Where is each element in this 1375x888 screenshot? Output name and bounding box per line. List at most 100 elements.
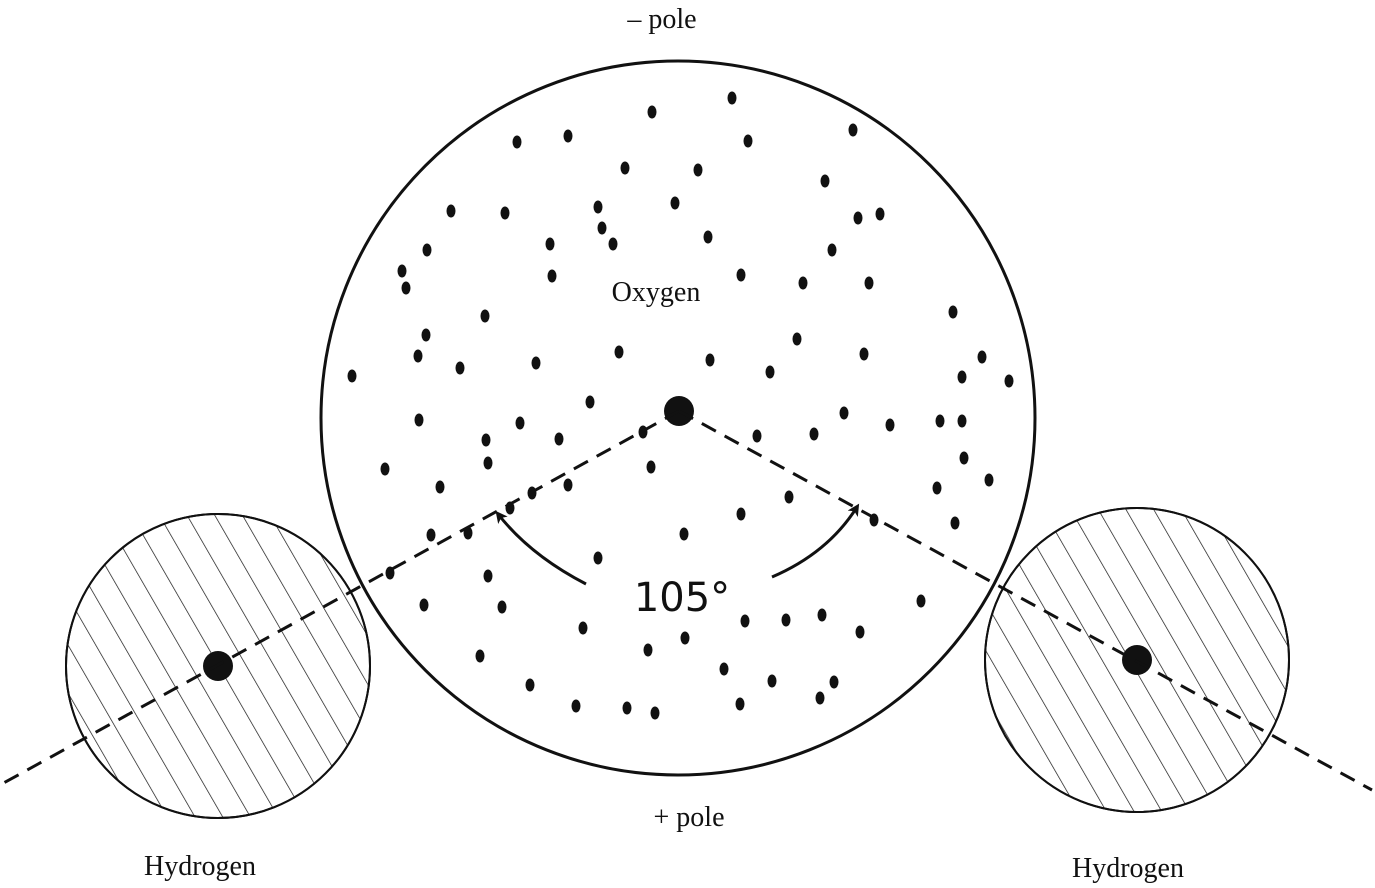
- electron-dot: [916, 594, 926, 608]
- electron-dot: [483, 456, 493, 470]
- electron-dot: [693, 163, 703, 177]
- electron-dot: [563, 478, 573, 492]
- electron-dot: [397, 264, 407, 278]
- electron-dot: [798, 276, 808, 290]
- bond-angle-label: 105°: [634, 575, 730, 621]
- electron-dot: [855, 625, 865, 639]
- electron-dot: [784, 490, 794, 504]
- electron-dot: [765, 365, 775, 379]
- hydrogen-right-label: Hydrogen: [1072, 853, 1184, 884]
- electron-dot: [620, 161, 630, 175]
- electron-dot: [829, 675, 839, 689]
- electron-dot: [597, 221, 607, 235]
- electron-dot: [446, 204, 456, 218]
- electron-dot: [703, 230, 713, 244]
- electron-dot: [984, 473, 994, 487]
- electron-dot: [670, 196, 680, 210]
- electron-dot: [650, 706, 660, 720]
- electron-dot: [435, 480, 445, 494]
- electron-dot: [646, 460, 656, 474]
- positive-pole-label: + pole: [654, 802, 725, 833]
- electron-dot: [959, 451, 969, 465]
- electron-dot: [743, 134, 753, 148]
- electron-dot: [547, 269, 557, 283]
- electron-dot: [885, 418, 895, 432]
- electron-dot: [719, 662, 729, 676]
- electron-dot: [593, 200, 603, 214]
- electron-dot: [414, 413, 424, 427]
- electron-dot: [820, 174, 830, 188]
- electron-dot: [481, 433, 491, 447]
- angle-arrow-right: [771, 503, 860, 579]
- electron-dot: [545, 237, 555, 251]
- electron-dot: [515, 416, 525, 430]
- electron-dot: [948, 305, 958, 319]
- electron-dot: [614, 345, 624, 359]
- electron-dot: [1004, 374, 1014, 388]
- electron-dot: [815, 691, 825, 705]
- electron-dot: [608, 237, 618, 251]
- electron-dot: [817, 608, 827, 622]
- negative-pole-label: – pole: [626, 4, 696, 35]
- electron-dot: [935, 414, 945, 428]
- electron-dot: [578, 621, 588, 635]
- electron-dot: [585, 395, 595, 409]
- electron-dot: [740, 614, 750, 628]
- electron-dot: [848, 123, 858, 137]
- electron-dot: [563, 129, 573, 143]
- electron-dot: [853, 211, 863, 225]
- electron-dot: [497, 600, 507, 614]
- electron-dot: [531, 356, 541, 370]
- electron-dot: [957, 370, 967, 384]
- electron-dot: [643, 643, 653, 657]
- electron-dot: [475, 649, 485, 663]
- electron-dot: [426, 528, 436, 542]
- electron-dot: [809, 427, 819, 441]
- electron-dot: [859, 347, 869, 361]
- electron-dot: [950, 516, 960, 530]
- electron-dot: [421, 328, 431, 342]
- oxygen-label: Oxygen: [612, 277, 701, 308]
- electron-dot: [680, 631, 690, 645]
- electron-dot: [622, 701, 632, 715]
- bond-line-right: [678, 409, 1373, 792]
- oxygen-atom: [319, 59, 1037, 777]
- electron-dot: [705, 353, 715, 367]
- electron-dot: [767, 674, 777, 688]
- electron-dot: [593, 551, 603, 565]
- electron-dot: [727, 91, 737, 105]
- hydrogen-atom-left: [65, 513, 371, 819]
- electron-dot: [455, 361, 465, 375]
- electron-dot: [781, 613, 791, 627]
- electron-dot: [419, 598, 429, 612]
- electron-dot: [752, 429, 762, 443]
- electron-dot: [483, 569, 493, 583]
- electron-dot: [736, 507, 746, 521]
- electron-dot: [512, 135, 522, 149]
- electron-dot: [827, 243, 837, 257]
- hydrogen-left-label: Hydrogen: [144, 851, 256, 882]
- electron-dot: [554, 432, 564, 446]
- electron-dot: [380, 462, 390, 476]
- electron-dot: [401, 281, 411, 295]
- electron-dot: [347, 369, 357, 383]
- hydrogen-atom-right: [984, 507, 1290, 813]
- electron-dot: [422, 243, 432, 257]
- angle-arrow-left: [495, 510, 587, 586]
- electron-dot: [500, 206, 510, 220]
- electron-dot: [875, 207, 885, 221]
- electron-dot: [736, 268, 746, 282]
- electron-dot: [735, 697, 745, 711]
- electron-dot: [480, 309, 490, 323]
- electron-dot: [792, 332, 802, 346]
- electron-dot: [977, 350, 987, 364]
- electron-dot: [932, 481, 942, 495]
- electron-dot: [413, 349, 423, 363]
- electron-dot: [647, 105, 657, 119]
- electron-dot: [571, 699, 581, 713]
- electron-dot: [839, 406, 849, 420]
- electron-dot: [864, 276, 874, 290]
- electron-dot: [679, 527, 689, 541]
- electron-dot: [525, 678, 535, 692]
